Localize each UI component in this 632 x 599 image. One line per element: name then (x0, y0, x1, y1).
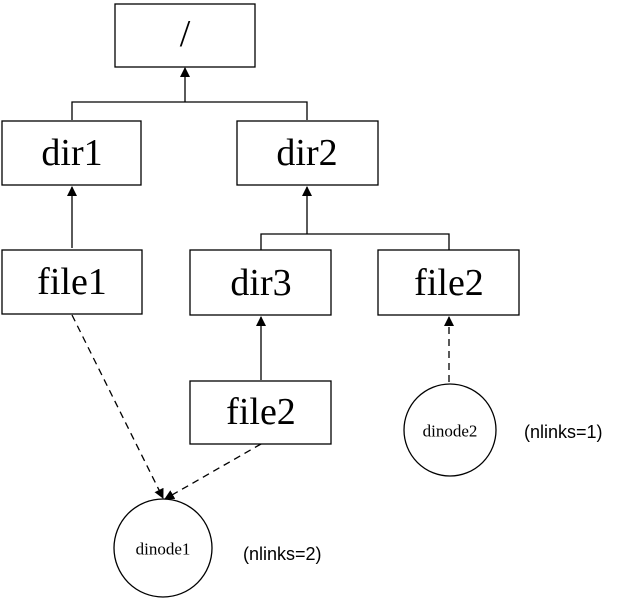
node-file2-in-dir2-label: file2 (414, 262, 484, 304)
inode-dinode2: dinode2 (403, 383, 497, 477)
edge-dir2-to-root (185, 101, 308, 120)
node-file2-in-dir3: file2 (189, 380, 332, 445)
node-file2-in-dir3-label: file2 (226, 391, 296, 433)
edge-dir1-to-root (71, 101, 185, 120)
link-file1-to-dinode1 (71, 314, 164, 499)
inode-dinode1-label: dinode1 (136, 540, 191, 559)
inode-links (71, 314, 454, 500)
inode-dinode2-label: dinode2 (423, 422, 478, 441)
node-root-label: / (180, 13, 191, 55)
node-dir1: dir1 (1, 120, 142, 186)
edge-dir3-to-dir2 (260, 233, 307, 250)
dinode1-nlinks-note: (nlinks=2) (243, 544, 322, 564)
edge-file2-to-dir2 (307, 233, 450, 250)
tree-edges (67, 67, 450, 380)
dinode2-nlinks-note: (nlinks=1) (524, 422, 603, 442)
node-file1: file1 (1, 249, 143, 315)
inode-dinode1: dinode1 (113, 498, 213, 598)
node-dir2-label: dir2 (276, 132, 337, 174)
node-dir1-label: dir1 (41, 132, 102, 174)
node-root: / (114, 3, 256, 68)
node-file1-label: file1 (37, 261, 107, 303)
link-file2-to-dinode1 (164, 443, 262, 500)
node-dir3-label: dir3 (230, 262, 291, 304)
node-dir3: dir3 (189, 249, 332, 316)
node-file2-in-dir2: file2 (377, 249, 520, 316)
node-dir2: dir2 (236, 120, 379, 186)
